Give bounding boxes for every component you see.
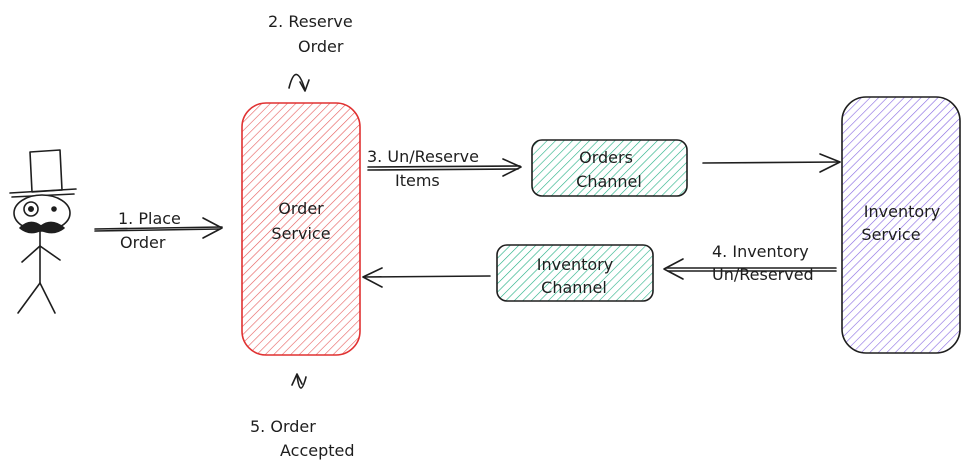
orders-channel-label-line1: Orders bbox=[579, 148, 633, 167]
edge-place-order-label-line1: 1. Place bbox=[118, 209, 181, 228]
edge-place-order: 1. Place Order bbox=[94, 209, 223, 252]
edge-unreserve-items-label-line2: Items bbox=[395, 171, 440, 190]
edge-reserve-order: 2. Reserve Order bbox=[268, 12, 353, 92]
order-service-label-line2: Service bbox=[271, 224, 330, 243]
inventory-channel-node: Inventory Channel bbox=[496, 244, 654, 302]
edge-unreserve-items: 3. Un/Reserve Items bbox=[367, 147, 522, 190]
edge-reserve-order-label-line1: 2. Reserve bbox=[268, 12, 353, 31]
inventory-channel-label-line1: Inventory bbox=[537, 255, 613, 274]
inventory-service-node: Inventory Service bbox=[841, 96, 961, 354]
edge-order-accepted-label-line1: 5. Order bbox=[250, 417, 316, 436]
edge-inventory-unreserved-label-line1: 4. Inventory bbox=[712, 242, 809, 261]
edge-place-order-label-line2: Order bbox=[120, 233, 166, 252]
edge-orders-channel-to-inventory-service bbox=[702, 153, 841, 173]
orders-channel-node: Orders Channel bbox=[531, 139, 688, 197]
inventory-service-label-line2: Service bbox=[861, 225, 920, 244]
inventory-channel-label-line2: Channel bbox=[541, 278, 607, 297]
order-service-node: Order Service bbox=[241, 102, 361, 356]
edge-inventory-unreserved-label-line2: Un/Reserved bbox=[712, 265, 814, 284]
actor-stick-figure-icon bbox=[9, 149, 77, 314]
inventory-service-label-line1: Inventory bbox=[864, 202, 940, 221]
order-service-label-line1: Order bbox=[278, 199, 324, 218]
edge-inventory-channel-to-order-service bbox=[362, 267, 491, 288]
edge-unreserve-items-label-line1: 3. Un/Reserve bbox=[367, 147, 479, 166]
edge-reserve-order-label-line2: Order bbox=[298, 37, 344, 56]
edge-order-accepted-label-line2: Accepted bbox=[280, 441, 355, 460]
edge-inventory-unreserved: 4. Inventory Un/Reserved bbox=[663, 242, 837, 284]
edge-order-accepted: 5. Order Accepted bbox=[250, 373, 355, 460]
orders-channel-label-line2: Channel bbox=[576, 172, 642, 191]
